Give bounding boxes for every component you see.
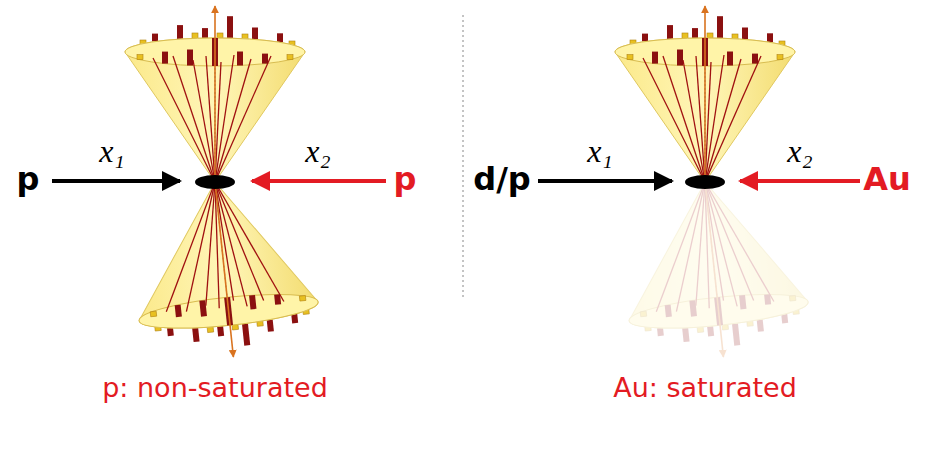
caption-text: Au: saturated <box>613 373 797 403</box>
caption-text: p: non-saturated <box>102 373 328 403</box>
momentum-fraction: x₁ <box>587 134 612 169</box>
momentum-fraction: x₁ <box>99 134 124 169</box>
beam-label: Au <box>863 162 911 197</box>
beam-label: p <box>394 162 417 197</box>
beam-label: p <box>17 162 40 197</box>
momentum-fraction: x₂ <box>305 134 330 169</box>
momentum-fraction: x₂ <box>787 134 812 169</box>
beam-label: d/p <box>473 162 531 197</box>
